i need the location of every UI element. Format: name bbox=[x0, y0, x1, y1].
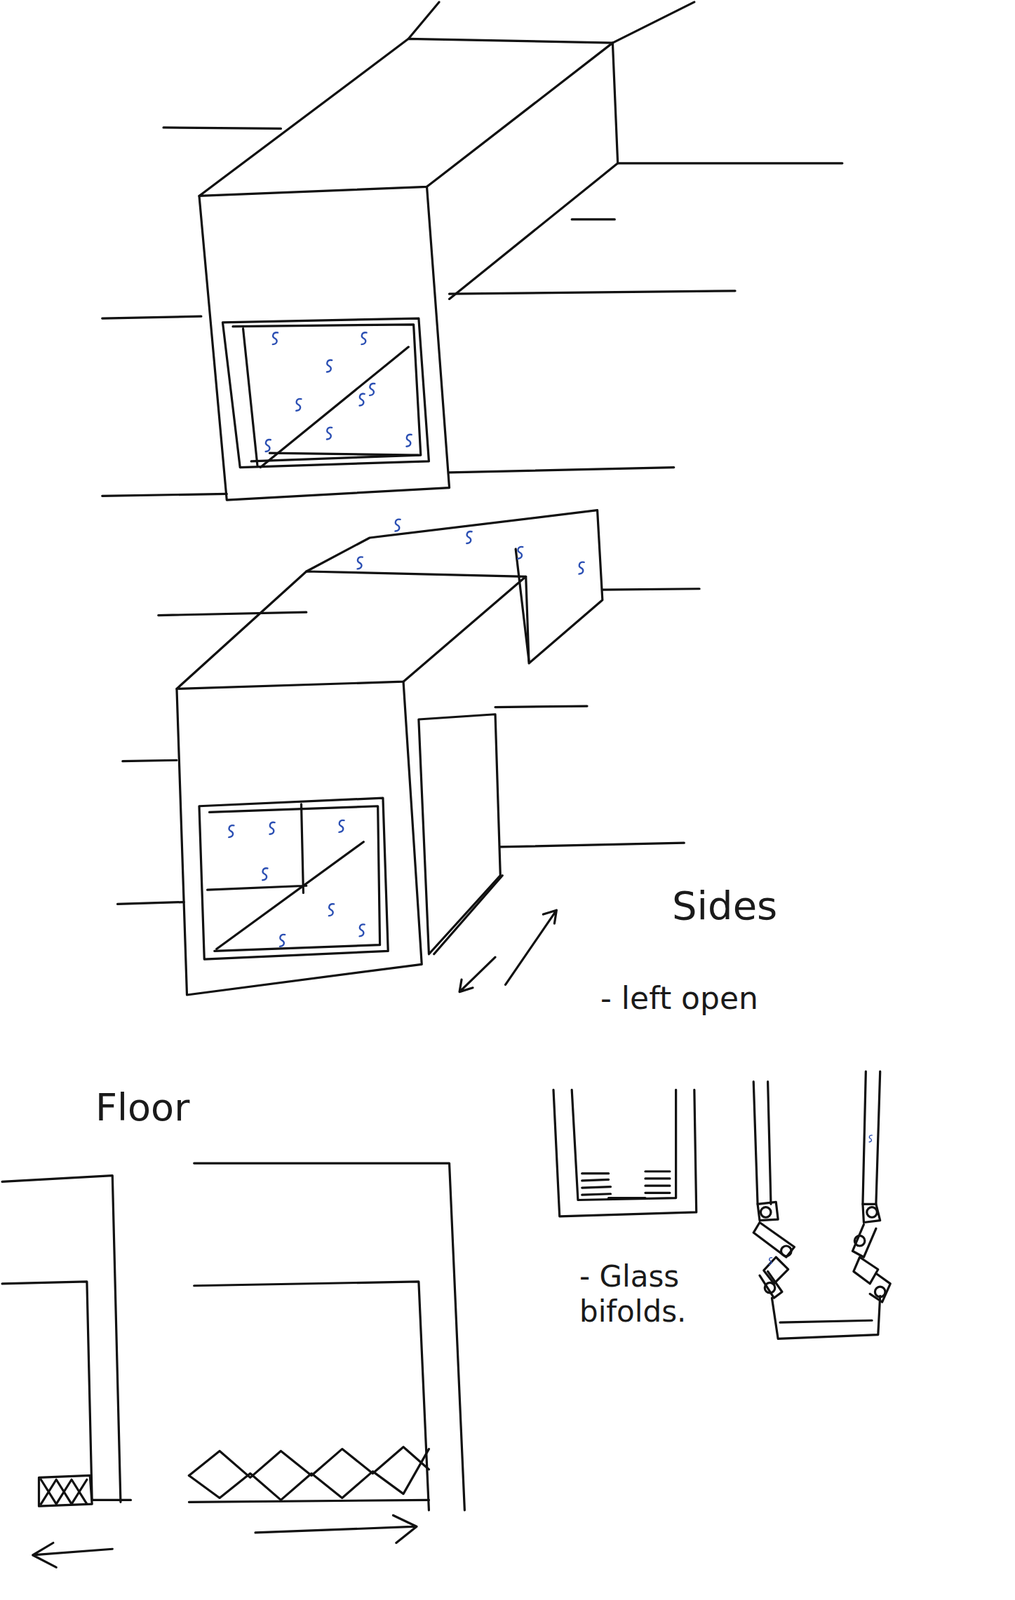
handwritten-note: Sides bbox=[671, 882, 827, 930]
handwritten-note: - Glass bifolds. bbox=[579, 1259, 745, 1331]
handwritten-note: Floor bbox=[95, 1085, 264, 1132]
handwritten-note: - left open bbox=[600, 980, 839, 1018]
